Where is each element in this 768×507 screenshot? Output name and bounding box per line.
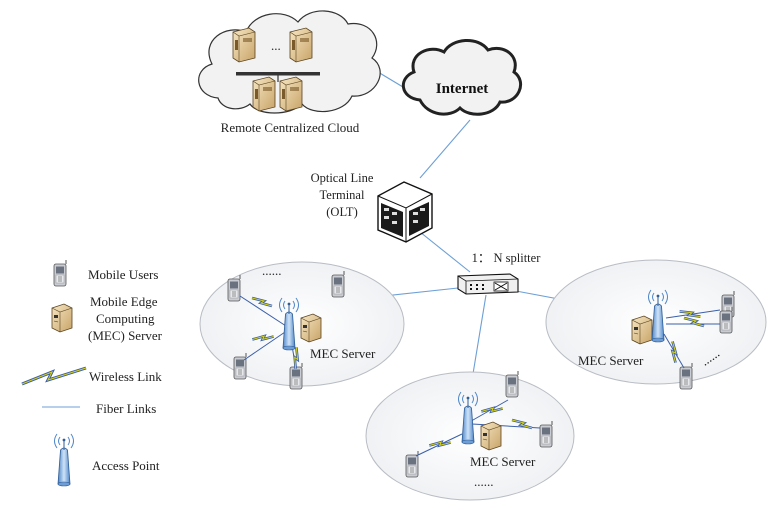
mobile-phone-icon [719,306,733,334]
mobile-phone-icon [405,450,419,478]
legend-wireless-link: Wireless Link [89,369,162,384]
mobile-phone-icon [679,362,693,390]
mec-server-icon [300,313,322,343]
mec-server-icon [51,303,73,333]
remote-cloud: ... Remote Centralized Cloud [198,10,381,135]
server-rack-icon [289,27,313,63]
legend: Mobile Users Mobile Edge Computing (MEC)… [21,259,163,487]
cloud-bus-bar [236,72,320,76]
server-rack-icon [232,27,256,63]
internet-cloud: Internet [402,39,522,116]
legend-access-point: Access Point [92,458,160,473]
mobile-phone-icon [53,259,67,287]
legend-mobile-users: Mobile Users [88,267,158,282]
olt-label-line2: Terminal [320,188,365,202]
legend-mec-line1: Mobile Edge [90,294,158,309]
server-ellipsis: ... [271,38,281,53]
legend-mec-line3: (MEC) Server [88,328,163,343]
internet-label: Internet [436,81,489,97]
server-rack-icon [252,76,276,112]
mobile-phone-icon [505,370,519,398]
server-rack-icon [279,76,303,112]
olt-icon [377,181,433,243]
olt: Optical Line Terminal (OLT) [311,171,433,243]
cell-bottom: ...... MEC Server [365,370,575,501]
olt-label-line1: Optical Line [311,171,374,185]
mobile-phone-icon [233,352,247,380]
mobile-phone-icon [539,420,553,448]
legend-mec-line2: Computing [96,311,155,326]
cell-left-more-users: ...... [262,263,282,278]
access-point-icon [54,433,74,487]
cell-bottom-more-users: ...... [474,474,494,489]
mobile-phone-icon [227,274,241,302]
legend-fiber-links: Fiber Links [96,401,156,416]
mec-server-icon [480,421,502,451]
olt-label-line3: (OLT) [326,205,357,219]
mec-server-left-label: MEC Server [310,346,376,361]
mec-server-icon [631,315,653,345]
mobile-phone-icon [331,270,345,298]
mec-server-bottom-label: MEC Server [470,454,536,469]
cell-left: ...... MEC Server [199,261,405,390]
splitter-label: 1： N splitter [472,251,542,265]
cell-right: ...... MEC Server [545,259,767,390]
splitter-icon [457,273,519,295]
remote-cloud-label: Remote Centralized Cloud [221,120,360,135]
lightning-link-icon [21,366,87,386]
splitter: 1： N splitter [457,251,542,295]
mec-server-right-label: MEC Server [578,353,644,368]
cloud-icon [402,39,522,116]
